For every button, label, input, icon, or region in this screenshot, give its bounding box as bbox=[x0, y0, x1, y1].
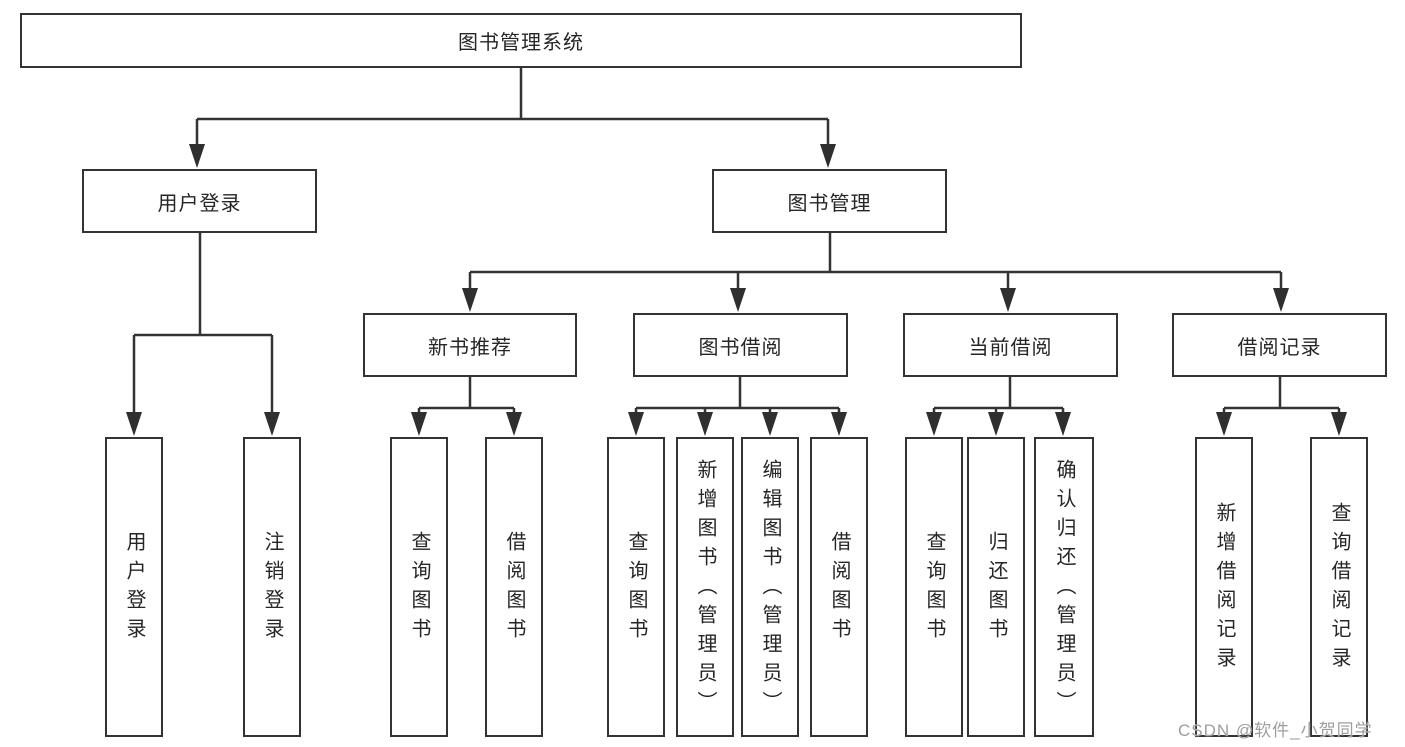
node-current-borrow: 当前借阅 bbox=[903, 313, 1118, 377]
leaf-confirm-return-admin: 确认归还（管理员） bbox=[1034, 437, 1094, 737]
leaf-borrow-books: 借阅图书 bbox=[810, 437, 868, 737]
node-root-system: 图书管理系统 bbox=[20, 13, 1022, 68]
leaf-query-borrow-record: 查询借阅记录 bbox=[1310, 437, 1368, 737]
leaf-logout: 注销登录 bbox=[243, 437, 301, 737]
leaf-query-books-borrow: 查询图书 bbox=[607, 437, 665, 737]
node-new-book-recommend: 新书推荐 bbox=[363, 313, 577, 377]
node-borrow-records: 借阅记录 bbox=[1172, 313, 1387, 377]
leaf-query-books-current: 查询图书 bbox=[905, 437, 963, 737]
node-user-login: 用户登录 bbox=[82, 169, 317, 233]
node-book-borrow: 图书借阅 bbox=[633, 313, 848, 377]
leaf-add-books-admin: 新增图书（管理员） bbox=[676, 437, 734, 737]
node-book-management: 图书管理 bbox=[712, 169, 947, 233]
leaf-user-login: 用户登录 bbox=[105, 437, 163, 737]
leaf-edit-books-admin: 编辑图书（管理员） bbox=[741, 437, 799, 737]
csdn-watermark: CSDN @软件_小贺同学 bbox=[1178, 721, 1373, 740]
leaf-add-borrow-record: 新增借阅记录 bbox=[1195, 437, 1253, 737]
leaf-borrow-books-recommend: 借阅图书 bbox=[485, 437, 543, 737]
leaf-return-books: 归还图书 bbox=[967, 437, 1025, 737]
leaf-query-books-recommend: 查询图书 bbox=[390, 437, 448, 737]
